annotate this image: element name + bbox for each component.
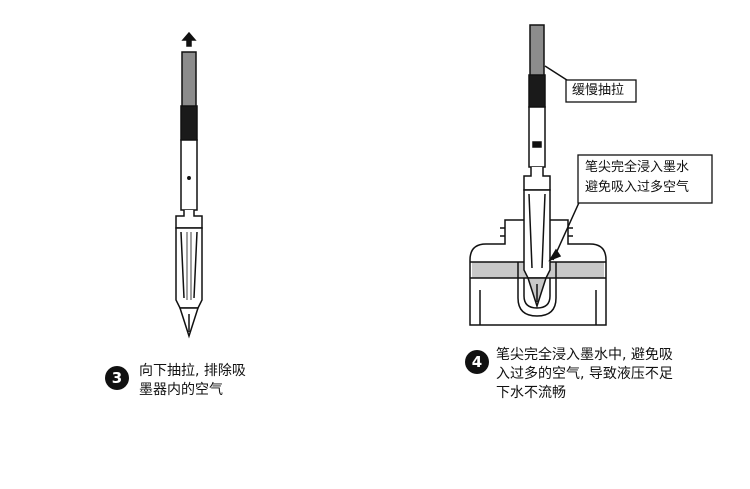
step-4-line: 入过多的空气, 导致液压不足	[496, 366, 673, 382]
right-assembly	[469, 24, 607, 326]
right-piston-rod	[529, 24, 545, 78]
step-4-line: 下水不流畅	[496, 385, 566, 401]
right-reservoir	[528, 106, 546, 168]
step-3-line: 向下抽拉, 排除吸	[139, 363, 246, 379]
up-arrow-icon	[181, 31, 197, 47]
left-converter	[175, 31, 203, 339]
immerse-callout-line-2: 避免吸入过多空气	[585, 180, 690, 195]
left-reservoir	[180, 139, 198, 211]
ink-well	[517, 262, 557, 317]
step-4-badge: 4	[465, 350, 489, 374]
step-4-text: 笔尖完全浸入墨水中, 避免吸 入过多的空气, 导致液压不足 下水不流畅	[496, 346, 673, 403]
step-3-badge: 3	[105, 366, 129, 390]
right-connector	[523, 167, 551, 191]
right-dark-band	[528, 74, 546, 108]
left-connector	[175, 210, 203, 229]
pull-callout-box	[565, 79, 637, 103]
step-3-line: 墨器内的空气	[139, 382, 223, 398]
immerse-callout-box	[577, 154, 713, 204]
left-grip	[175, 227, 203, 309]
pull-callout-text: 缓慢抽拉	[572, 83, 625, 98]
step-4-line: 笔尖完全浸入墨水中, 避免吸	[496, 347, 673, 363]
step-3-text: 向下抽拉, 排除吸 墨器内的空气	[139, 362, 246, 400]
immerse-callout-line-1: 笔尖完全浸入墨水	[585, 160, 690, 175]
left-dark-band	[180, 105, 198, 141]
left-piston-rod	[181, 51, 197, 109]
right-grip	[523, 189, 551, 279]
immerse-callout-pointer	[552, 195, 583, 261]
